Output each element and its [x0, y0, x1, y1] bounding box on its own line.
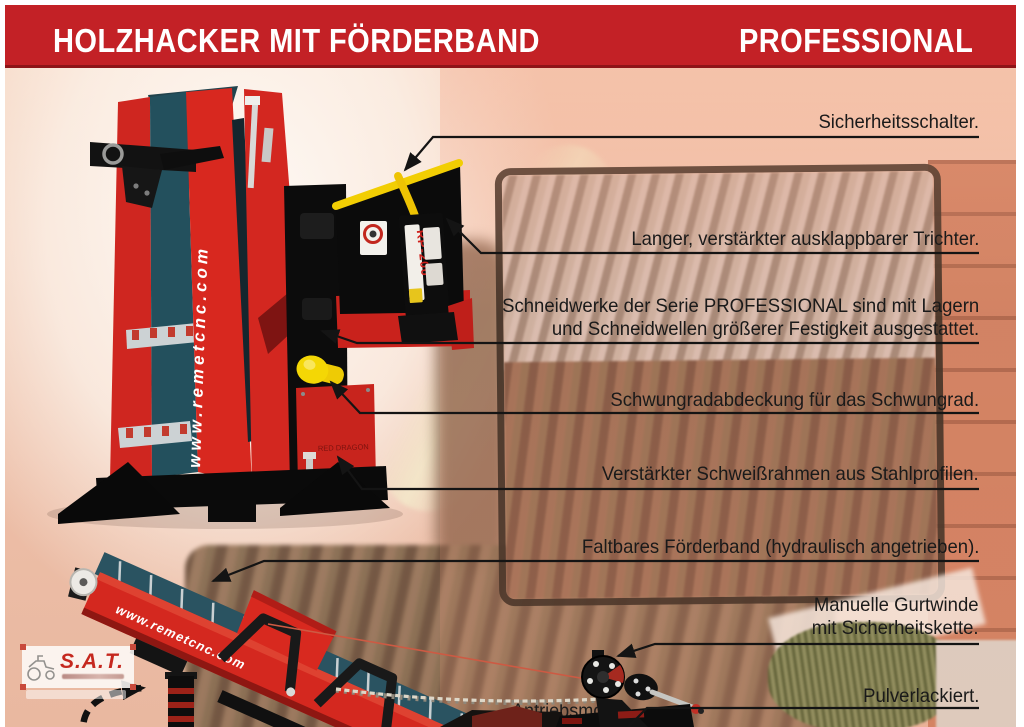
logo-corner-square — [20, 644, 26, 650]
callout-winch-line1: Manuelle Gurtwinde — [814, 594, 979, 616]
leader-flywheel — [329, 380, 979, 415]
leader-hopper — [445, 217, 979, 255]
door-stamp-text: RED DRAGON — [318, 442, 369, 453]
belt-winch — [556, 650, 704, 727]
dashed-pointer-arrow — [79, 680, 146, 727]
callout-cutting-line1: Schneidwerke der Serie PROFESSIONAL sind… — [501, 295, 979, 317]
chipper-machine: www.remetcnc.com — [47, 86, 474, 529]
winch-gear-housing — [624, 673, 658, 701]
page-border-top — [0, 0, 1024, 5]
body-vent — [300, 213, 334, 239]
conveyor-handle — [313, 658, 398, 727]
sat-logo-text: S.A.T. — [60, 650, 124, 673]
belt-hinge-strips — [118, 323, 198, 448]
flywheel-cover-knob — [296, 355, 344, 385]
callout-weld-frame: Verstärkter Schweißrahmen aus Stahlprofi… — [602, 463, 979, 485]
callout-conveyor: Faltbares Förderband (hydraulisch angetr… — [581, 536, 979, 558]
latch — [261, 127, 274, 163]
page-border-right — [1016, 0, 1024, 727]
leader-weld-frame — [336, 455, 979, 491]
leader-conveyor — [211, 559, 979, 583]
callout-cutting: Schneidwerke der Serie PROFESSIONAL sind… — [502, 295, 979, 341]
leader-powder-coat — [627, 706, 979, 727]
folded-conveyor-belt — [150, 92, 198, 478]
tow-bracket — [90, 142, 224, 208]
callout-powder-coat: Pulverlackiert. — [862, 685, 979, 707]
callout-winch-line2: mit Sicherheitskette. — [812, 617, 979, 639]
safety-chain — [335, 687, 601, 705]
machine-underside-red — [472, 706, 542, 727]
shackle — [102, 143, 124, 165]
welded-base-frame — [58, 462, 390, 524]
rod-cap — [245, 96, 260, 105]
callout-cutting-line2: und Schneidwellen größerer Festigkeit au… — [551, 318, 979, 340]
safety-chain-highlight — [335, 687, 601, 703]
logo-corner-square — [130, 644, 136, 650]
callout-safety-switch: Sicherheitsschalter. — [818, 111, 979, 133]
callout-flywheel: Schwungradabdeckung für das Schwungrad. — [610, 389, 979, 411]
tension-wire — [267, 623, 587, 680]
page-title: HOLZHACKER MIT FÖRDERBAND — [53, 22, 540, 59]
leader-safety-switch — [403, 135, 979, 172]
leader-cutting — [320, 329, 979, 345]
sat-logo-substrip — [26, 690, 126, 699]
page-border-left — [0, 0, 5, 727]
callout-winch: Manuelle Gurtwinde mit Sicherheitskette. — [812, 594, 979, 640]
background-stone — [936, 640, 1024, 727]
callout-hopper: Langer, verstärkter ausklappbarer Tricht… — [630, 228, 979, 250]
support-post — [165, 672, 197, 727]
series-badge: PROFESSIONAL — [738, 22, 973, 59]
background-salmon-tint — [440, 62, 1024, 727]
tractor-icon — [27, 655, 55, 681]
header-bar: HOLZHACKER MIT FÖRDERBAND PROFESSIONAL — [5, 5, 1017, 68]
eyebolt-ring — [286, 687, 296, 697]
sat-logo: S.A.T. — [20, 644, 136, 690]
sticker-panel-step — [398, 312, 458, 344]
body-vent — [302, 298, 332, 320]
logo-corner-square — [130, 684, 136, 690]
hydraulic-rod — [247, 99, 259, 189]
sat-logo-tagline — [62, 674, 124, 679]
panel-notch — [258, 293, 294, 354]
warning-sticker — [360, 221, 387, 255]
background-grass — [768, 622, 958, 727]
model-sticker-panel: RP-200 — [398, 212, 450, 318]
leader-winch — [616, 642, 979, 658]
logo-corner-square — [20, 684, 26, 690]
